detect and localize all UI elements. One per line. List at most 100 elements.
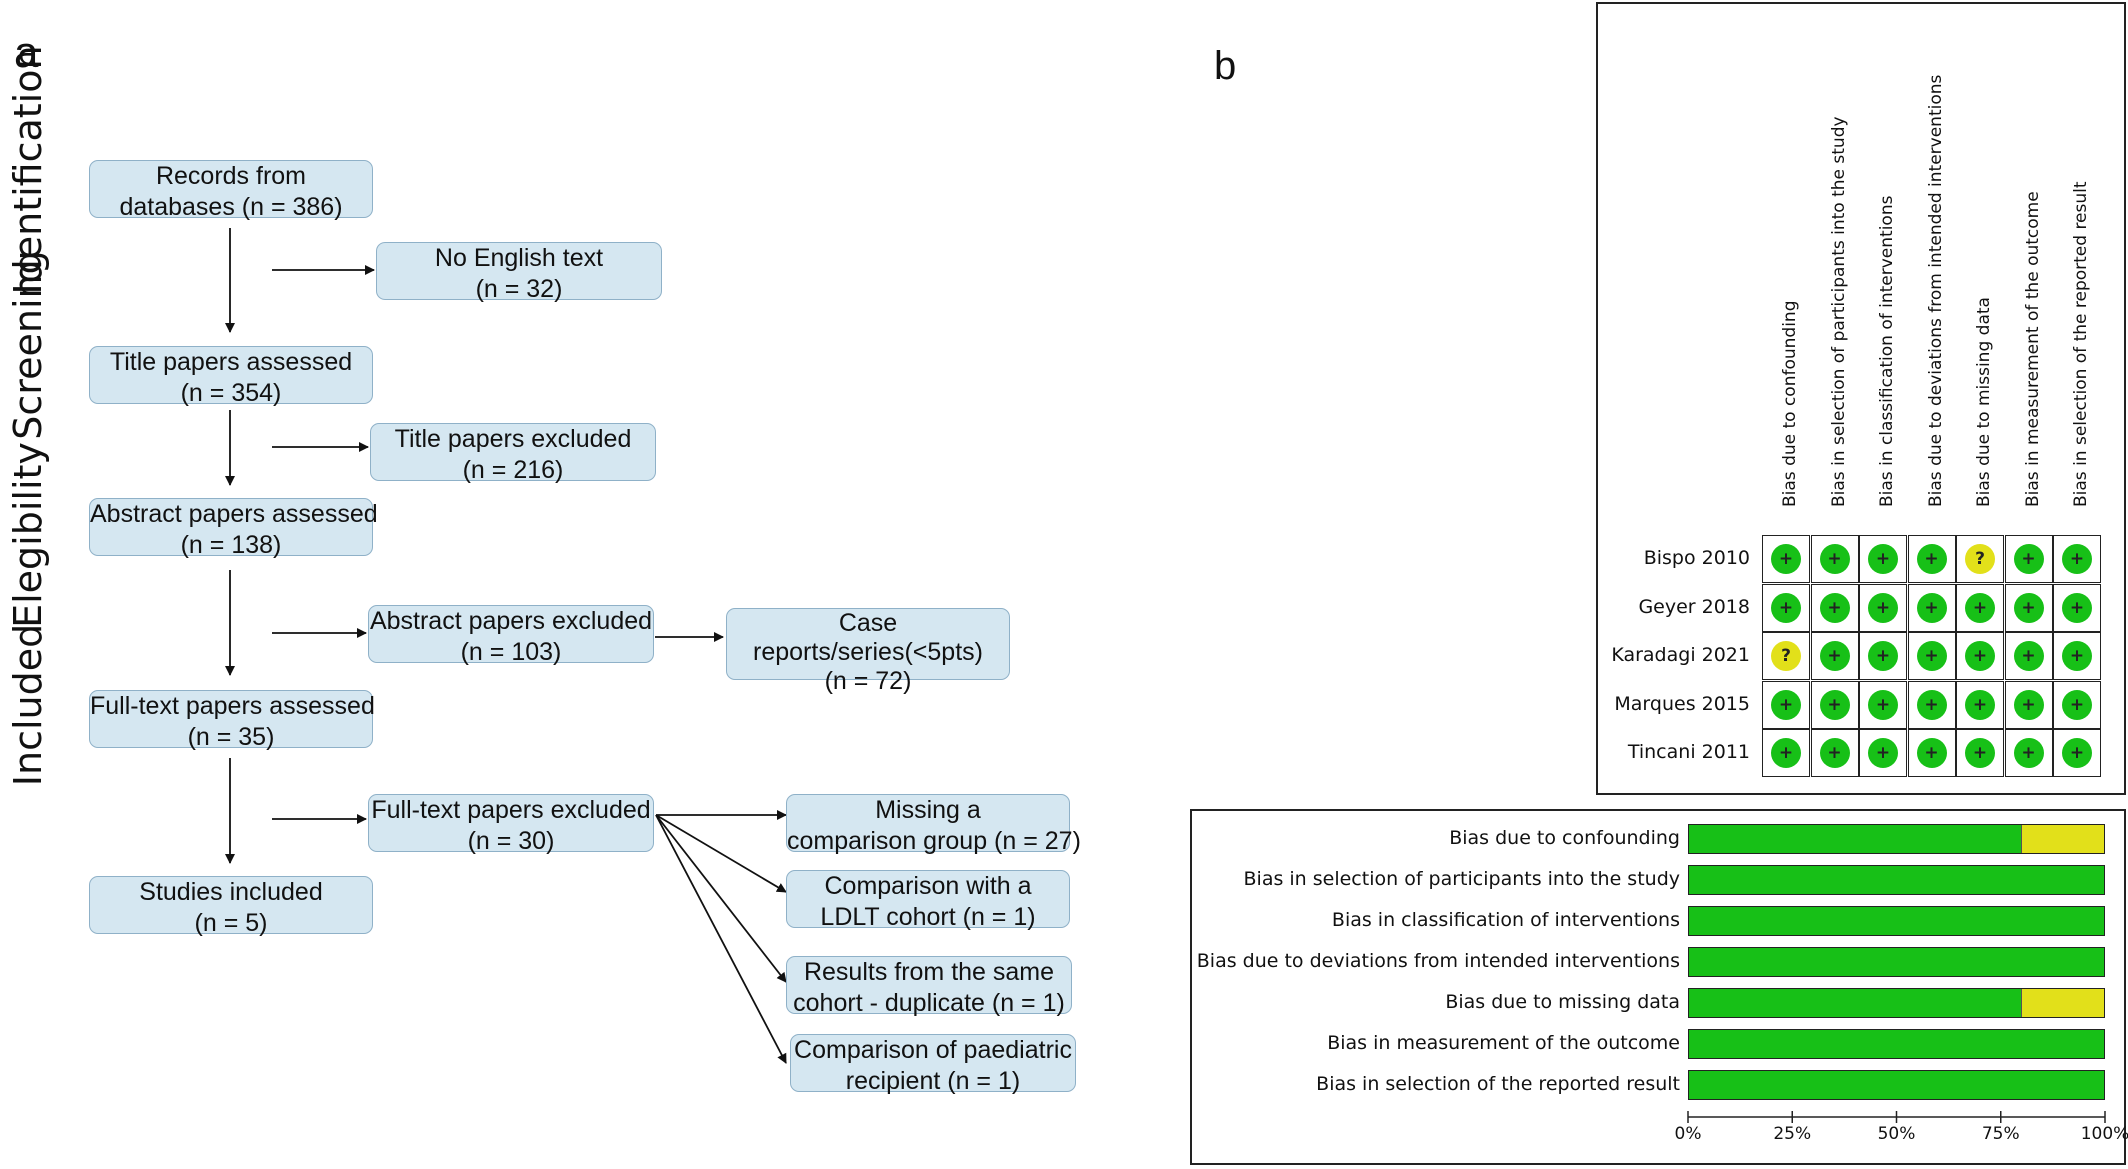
some-concerns-question-icon: ? [1771,641,1801,671]
study-label: Geyer 2018 [1638,595,1750,618]
rob-traffic-light-frame [1596,2,2126,795]
rob-cell: + [1907,535,1956,583]
arrow-duplicate [655,814,787,983]
rob-cell: + [1907,729,1956,777]
rob-cell: + [1956,680,2004,729]
rob-cell: + [1810,729,1859,777]
rob-cell: + [2053,680,2101,729]
rob-cell: + [1762,680,1810,729]
rob-cell: + [2004,729,2053,777]
low-risk-plus-icon: + [2062,592,2092,623]
bar-segment-some [2021,825,2104,853]
bar-segment-low [1689,1071,2104,1099]
rob-summary-frame [1190,809,2126,1165]
rob-cell: + [1956,583,2004,632]
rob-cell: + [2053,535,2101,583]
rob-cell: + [1810,535,1859,583]
summary-bar [1688,824,2105,854]
rob-cell: + [2004,632,2053,680]
rob-cell: + [1762,583,1810,632]
some-concerns-question-icon: ? [1965,544,1995,574]
rob-cell: + [1859,583,1907,632]
low-risk-plus-icon: + [1916,689,1947,720]
low-risk-plus-icon: + [1868,641,1898,671]
box-fulltext-excluded: Full-text papers excluded(n = 30) [368,794,654,855]
low-risk-plus-icon: + [2062,544,2092,574]
rob-cell: + [1810,632,1859,680]
low-risk-plus-icon: + [2013,689,2044,720]
x-tick-label: 0% [1674,1124,1702,1144]
x-tick-label: 100% [2080,1124,2128,1144]
rob-cell: + [2004,535,2053,583]
rob-cell: + [1762,729,1810,777]
low-risk-plus-icon: + [1916,544,1947,574]
low-risk-plus-icon: + [1771,544,1801,574]
summary-bar-label: Bias due to confounding [1449,827,1680,849]
rob-cell: + [1859,535,1907,583]
rob-cell: + [1907,583,1956,632]
rob-cell: + [2053,729,2101,777]
box-included: Studies included(n = 5) [89,876,373,937]
low-risk-plus-icon: + [1868,544,1898,574]
box-fulltext-assessed: Full-text papers assessed(n = 35) [89,690,375,751]
study-label: Tincani 2011 [1627,741,1750,763]
summary-bar [1688,988,2105,1018]
box-abstract-excluded: Abstract papers excluded(n = 103) [368,605,654,666]
rob-cell: ? [1956,535,2004,583]
box-no-english: No English text(n = 32) [376,242,662,303]
low-risk-plus-icon: + [2013,544,2044,574]
x-tick-label: 75% [1981,1124,2020,1144]
summary-bar-label: Bias due to missing data [1445,991,1680,1013]
flow-arrows [225,228,787,1064]
rob-cell: + [1810,583,1859,632]
rob-cell: + [2053,583,2101,632]
rob-cell: + [2004,680,2053,729]
low-risk-plus-icon: + [1916,592,1947,623]
low-risk-plus-icon: + [1771,689,1801,720]
low-risk-plus-icon: + [2062,738,2092,768]
low-risk-plus-icon: + [1868,592,1898,623]
summary-bar-label: Bias in measurement of the outcome [1327,1032,1680,1054]
rob-cell: + [2053,632,2101,680]
rob-cell: + [1907,680,1956,729]
study-label: Karadagi 2021 [1611,644,1750,666]
rob-cell: + [2004,583,2053,632]
summary-bar-label: Bias due to deviations from intended int… [1196,950,1680,972]
low-risk-plus-icon: + [1965,592,1995,623]
box-abstract-assessed: Abstract papers assessed(n = 138) [89,498,378,559]
rob-cell: + [1956,729,2004,777]
panel-a-letter: a [14,28,39,77]
bar-segment-low [1689,866,2104,894]
bar-segment-low [1689,1030,2104,1058]
low-risk-plus-icon: + [1965,738,1995,768]
summary-bar [1688,947,2105,977]
low-risk-plus-icon: + [1771,592,1801,623]
rob-cell: + [1859,729,1907,777]
low-risk-plus-icon: + [1916,738,1947,768]
rob-cell: + [1956,632,2004,680]
arrow-ldlt [655,814,787,893]
bar-segment-low [1689,989,2021,1017]
low-risk-plus-icon: + [2062,641,2092,671]
low-risk-plus-icon: + [2013,738,2044,768]
study-label: Bispo 2010 [1643,547,1750,569]
bar-segment-low [1689,825,2021,853]
rob-cell: + [1810,680,1859,729]
box-title-assessed: Title papers assessed(n = 354) [89,346,373,407]
low-risk-plus-icon: + [1868,738,1898,768]
panel-b-letter: b [1214,44,1237,88]
summary-bar-label: Bias in classification of interventions [1331,909,1680,931]
x-tick-label: 50% [1877,1124,1916,1144]
low-risk-plus-icon: + [1868,689,1898,720]
low-risk-plus-icon: + [2013,592,2044,623]
rob-cell: + [1859,632,1907,680]
box-title-excluded: Title papers excluded(n = 216) [370,423,656,484]
rob-cell: + [1859,680,1907,729]
summary-bar [1688,1070,2105,1100]
